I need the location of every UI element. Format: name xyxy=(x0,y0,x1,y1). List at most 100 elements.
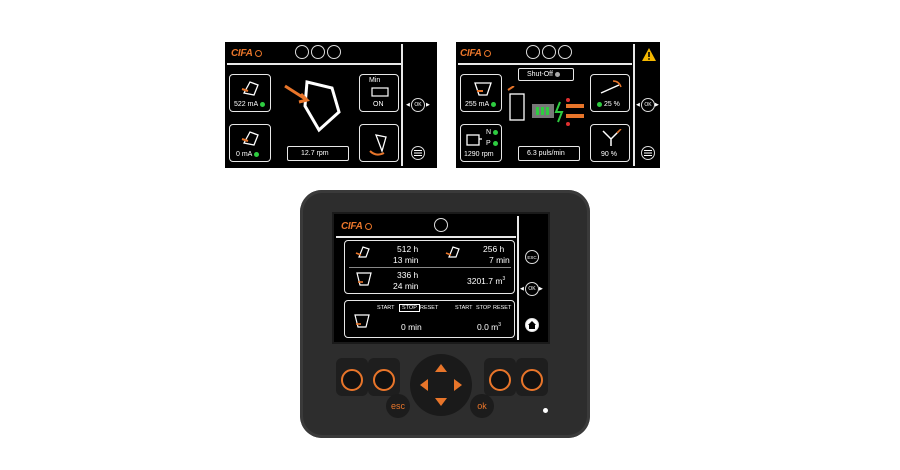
boom-rotate-icon xyxy=(445,246,460,258)
engine-rpm: 1290 rpm xyxy=(464,151,494,158)
counter1-mins: 13 min xyxy=(393,255,419,265)
rotation-box[interactable] xyxy=(359,124,399,162)
boom-section-icon xyxy=(241,81,259,96)
engine-icon xyxy=(466,134,482,146)
mode-icon-1[interactable] xyxy=(526,45,540,59)
mode-value: ON xyxy=(373,101,384,108)
status-dot xyxy=(254,151,260,157)
rotation-icon xyxy=(369,134,387,156)
esc-key[interactable]: esc xyxy=(386,394,410,418)
pump-system-diagram xyxy=(507,86,584,126)
rpm-value: 12.7 rpm xyxy=(301,150,329,157)
percent-bottom-box[interactable]: 90 % xyxy=(590,124,630,162)
trip-reset-button-1[interactable]: RESET xyxy=(420,305,439,311)
status-dot xyxy=(492,140,498,146)
status-dot xyxy=(597,101,602,107)
hw-button-4[interactable] xyxy=(516,358,548,396)
right-arrow-icon: ▶ xyxy=(655,102,659,108)
percent-bottom-value: 90 % xyxy=(601,151,617,158)
ok-button[interactable]: OK xyxy=(641,98,655,112)
hopper-icon xyxy=(356,272,372,286)
boom-bottom-box[interactable]: 0 mA xyxy=(229,124,271,162)
status-dot xyxy=(260,101,266,107)
home-icon xyxy=(528,321,536,329)
header-divider xyxy=(227,63,401,65)
warning-icon xyxy=(642,48,656,61)
hw-button-1[interactable] xyxy=(336,358,368,396)
percent-top-box[interactable]: 25 % xyxy=(590,74,630,112)
boom-top-box[interactable]: 522 mA xyxy=(229,74,271,112)
esc-side-button[interactable]: ESC xyxy=(525,250,539,264)
left-arrow-icon: ◀ xyxy=(406,102,410,108)
hw-button-3[interactable] xyxy=(484,358,516,396)
counter4-volume: 3201.7 m3 xyxy=(467,276,506,286)
mode-icon-1[interactable] xyxy=(295,45,309,59)
header-divider xyxy=(458,63,632,65)
mode-icon-3[interactable] xyxy=(327,45,341,59)
hopper-icon xyxy=(354,314,370,328)
ok-button[interactable]: OK xyxy=(411,98,425,112)
mode-icon-3[interactable] xyxy=(558,45,572,59)
cifa-logo: CIFA xyxy=(231,48,262,59)
menu-icon xyxy=(414,150,422,156)
trip-start-button-1[interactable]: START xyxy=(377,305,395,311)
ok-side-button[interactable]: OK xyxy=(525,282,539,296)
counters-panel: 512 h 13 min 256 h 7 min 336 h 24 min 32… xyxy=(344,240,515,294)
cifa-logo: CIFA xyxy=(460,48,491,59)
left-arrow-icon: ◀ xyxy=(636,102,640,108)
menu-button[interactable] xyxy=(411,146,425,160)
trip-start-button-2[interactable]: START xyxy=(455,305,473,311)
right-divider xyxy=(401,44,403,166)
right-divider xyxy=(517,216,519,340)
status-dot xyxy=(493,129,499,135)
shutoff-box: Shut-Off xyxy=(518,68,574,81)
status-dot xyxy=(491,101,497,107)
header-divider xyxy=(336,236,516,238)
mode-label: Min xyxy=(369,77,381,84)
right-arrow-icon: ▶ xyxy=(539,286,543,292)
boom-lift-icon xyxy=(600,80,622,94)
rpm-box: 12.7 rpm xyxy=(287,146,349,161)
right-arrow-icon: ▶ xyxy=(426,102,430,108)
right-screen: CIFA Shut-Off 255 mA N P 1290 rpm 25 % 9 xyxy=(456,42,660,168)
counter3-mins: 24 min xyxy=(393,281,419,291)
trip-time-value: 0 min xyxy=(401,322,422,332)
counter1-hours: 512 h xyxy=(397,244,419,254)
mode-icon-2[interactable] xyxy=(542,45,556,59)
device-screen: CIFA 512 h 13 min 256 h 7 min 336 h 24 m… xyxy=(332,212,550,344)
home-button[interactable] xyxy=(525,318,539,332)
trip-volume-value: 0.0 m3 xyxy=(477,322,502,332)
trip-panel: START STOP RESET START STOP RESET 0 min … xyxy=(344,300,515,338)
hw-button-2[interactable] xyxy=(368,358,400,396)
counter2-hours: 256 h xyxy=(483,244,505,254)
counter3-hours: 336 h xyxy=(397,270,419,280)
pump-icon xyxy=(474,82,492,96)
slew-icon xyxy=(371,87,389,97)
boom-icon xyxy=(355,246,370,258)
dpad-arrows-icon xyxy=(420,364,462,406)
mode-icon-2[interactable] xyxy=(311,45,325,59)
engine-box[interactable]: N P 1290 rpm xyxy=(460,124,502,162)
counter2-mins: 7 min xyxy=(489,255,510,265)
counter-mode-icon[interactable] xyxy=(434,218,448,232)
right-divider xyxy=(633,44,635,166)
valve-icon xyxy=(602,129,622,146)
power-led xyxy=(543,408,548,413)
boom-section-icon xyxy=(241,131,259,146)
pump-box[interactable]: 255 mA xyxy=(460,74,502,112)
counters-divider xyxy=(349,267,511,268)
trip-stop-button-1[interactable]: STOP xyxy=(399,304,420,312)
pulse-box: 6.3 puls/min xyxy=(518,146,580,161)
ok-key[interactable]: ok xyxy=(470,394,494,418)
control-device: CIFA 512 h 13 min 256 h 7 min 336 h 24 m… xyxy=(300,190,590,438)
mode-box[interactable]: Min ON xyxy=(359,74,399,112)
trip-stop-button-2[interactable]: STOP xyxy=(476,305,491,311)
menu-button[interactable] xyxy=(641,146,655,160)
boom-large-icon xyxy=(284,80,341,133)
dpad[interactable] xyxy=(410,354,472,416)
cifa-logo: CIFA xyxy=(341,221,372,232)
pulse-value: 6.3 puls/min xyxy=(527,150,565,157)
left-screen: CIFA 522 mA 0 mA Min ON 12.7 rpm OK ◀ ▶ xyxy=(225,42,437,168)
trip-reset-button-2[interactable]: RESET xyxy=(493,305,512,311)
menu-icon xyxy=(644,150,652,156)
